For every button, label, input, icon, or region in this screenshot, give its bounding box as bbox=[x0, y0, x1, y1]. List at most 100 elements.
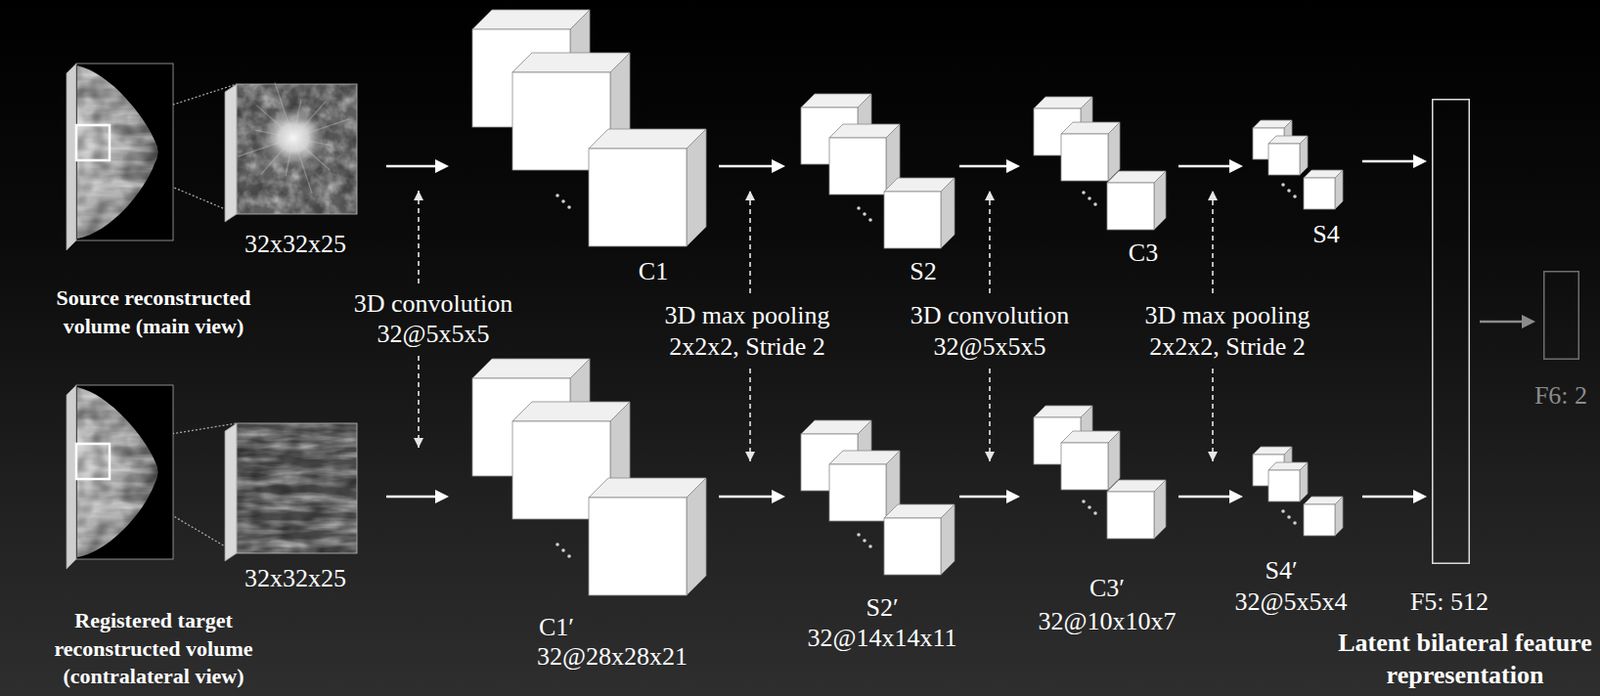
arrow-head bbox=[1521, 314, 1536, 329]
breast-texture bbox=[77, 387, 159, 558]
cube-front bbox=[1268, 470, 1300, 502]
node-label: 32x32x25 bbox=[244, 564, 347, 594]
shared-weight-arrow bbox=[749, 190, 752, 294]
arrow-shaft bbox=[1178, 165, 1232, 169]
dense-layer-shape bbox=[1431, 98, 1470, 565]
ellipsis-dot bbox=[1287, 515, 1291, 520]
ellipsis-dot bbox=[555, 542, 560, 547]
ellipsis-dot bbox=[1087, 196, 1092, 201]
cube-front bbox=[884, 191, 941, 249]
arrow-shaft bbox=[386, 165, 438, 169]
arrow-shaft bbox=[718, 165, 774, 169]
ellipsis-dot bbox=[862, 538, 867, 543]
arrow-shaft bbox=[1362, 495, 1416, 499]
cube-front bbox=[1061, 443, 1109, 490]
patch-texture bbox=[236, 423, 357, 554]
ellipsis-dot bbox=[1093, 202, 1098, 207]
mammogram-volume-shape bbox=[66, 385, 174, 570]
breast-texture bbox=[77, 387, 159, 558]
cube-side bbox=[1334, 170, 1343, 210]
node-label: 32@5x5x4 bbox=[1235, 587, 1348, 618]
operation-label: 32@5x5x5 bbox=[933, 332, 1047, 362]
cube-front bbox=[829, 464, 887, 522]
volume-patch-shape bbox=[224, 84, 357, 223]
operation-label: 3D max pooling bbox=[665, 301, 831, 331]
cube-front bbox=[1303, 177, 1335, 210]
feature-maps: C1 bbox=[472, 9, 707, 247]
ellipsis-dot bbox=[1292, 194, 1297, 199]
operation-label: 2x2x2, Stride 2 bbox=[668, 332, 826, 362]
shared-weight-arrow bbox=[749, 368, 752, 462]
cube-front bbox=[588, 497, 687, 596]
patch-image bbox=[236, 84, 357, 215]
region-box bbox=[76, 125, 110, 161]
flow-arrow bbox=[718, 489, 786, 504]
feature-maps: S4′32@5x5x4 bbox=[1252, 446, 1343, 536]
arrow-shaft bbox=[386, 495, 438, 499]
flow-arrow bbox=[1178, 159, 1244, 174]
ellipsis-dot bbox=[868, 544, 873, 549]
cube-front bbox=[1061, 133, 1109, 181]
ellipsis-dot bbox=[567, 205, 572, 210]
cube-side bbox=[1334, 496, 1343, 536]
feature-maps-shape bbox=[800, 420, 955, 576]
patch-texture bbox=[236, 84, 357, 215]
node-label: C1′ bbox=[538, 613, 575, 643]
node-label: C1 bbox=[638, 257, 668, 287]
node-label: C3′ bbox=[1089, 574, 1125, 604]
feature-maps-shape bbox=[800, 93, 955, 249]
flow-arrow bbox=[959, 159, 1021, 174]
mass bbox=[260, 107, 327, 169]
cube-top bbox=[588, 478, 707, 498]
breast-texture bbox=[77, 65, 159, 239]
dense-layer: F5: 512Latent bilateral feature represen… bbox=[1431, 98, 1470, 565]
patch-border bbox=[236, 84, 357, 215]
volume-patch-shape bbox=[224, 423, 357, 562]
ellipsis-dot bbox=[1287, 188, 1291, 193]
patch-image bbox=[236, 423, 357, 554]
node-label: Registered target reconstructed volume (… bbox=[53, 607, 255, 692]
operation-label: 3D max pooling bbox=[1145, 301, 1311, 331]
cube-side bbox=[686, 478, 707, 596]
arrow-head bbox=[1006, 159, 1021, 174]
shared-weight-arrow bbox=[1211, 368, 1214, 462]
arrow-head bbox=[771, 489, 786, 504]
cube-front bbox=[1107, 491, 1155, 539]
cube-side bbox=[940, 177, 955, 249]
ellipsis-dot bbox=[1081, 190, 1086, 195]
node-label: 32@14x14x11 bbox=[807, 623, 958, 654]
arrow-head bbox=[435, 159, 449, 174]
arrow-head bbox=[1413, 489, 1427, 504]
ellipsis-dot bbox=[1281, 182, 1286, 187]
mammogram-volume: Source reconstructed volume (main view) bbox=[66, 63, 174, 251]
feature-maps-shape bbox=[1033, 96, 1166, 230]
ellipsis-dot bbox=[862, 212, 867, 217]
node-label: 32x32x25 bbox=[244, 229, 347, 260]
flow-arrow bbox=[1178, 489, 1244, 504]
ellipsis-dot bbox=[1281, 509, 1286, 514]
arrow-head bbox=[1229, 159, 1244, 174]
arrow-shaft bbox=[1362, 160, 1416, 164]
arrow-head bbox=[1413, 154, 1427, 169]
node-label: Latent bilateral feature representation bbox=[1334, 627, 1596, 692]
breast-tissue bbox=[77, 65, 159, 239]
cube-front bbox=[829, 137, 887, 195]
slab-side bbox=[224, 423, 237, 562]
breast-tissue bbox=[77, 387, 159, 558]
cube-front bbox=[1107, 182, 1155, 230]
feature-maps: S2 bbox=[800, 93, 955, 249]
cube-side bbox=[1154, 171, 1166, 230]
arrow-shaft bbox=[1479, 320, 1524, 324]
ellipsis-dot bbox=[856, 206, 861, 211]
output-layer: F6: 2 bbox=[1543, 270, 1580, 360]
volume-patch: 32x32x25 bbox=[224, 423, 357, 562]
ellipsis-dot bbox=[1087, 505, 1092, 510]
node-label: S4′ bbox=[1264, 556, 1297, 586]
ellipsis-dot bbox=[555, 193, 560, 198]
arrow-head bbox=[435, 489, 449, 504]
feature-maps: C1′32@28x28x21 bbox=[472, 358, 707, 596]
ellipsis-dot bbox=[1081, 499, 1086, 504]
feature-maps: S2′32@14x14x11 bbox=[800, 420, 955, 576]
operation-label: 3D convolution bbox=[910, 301, 1070, 331]
